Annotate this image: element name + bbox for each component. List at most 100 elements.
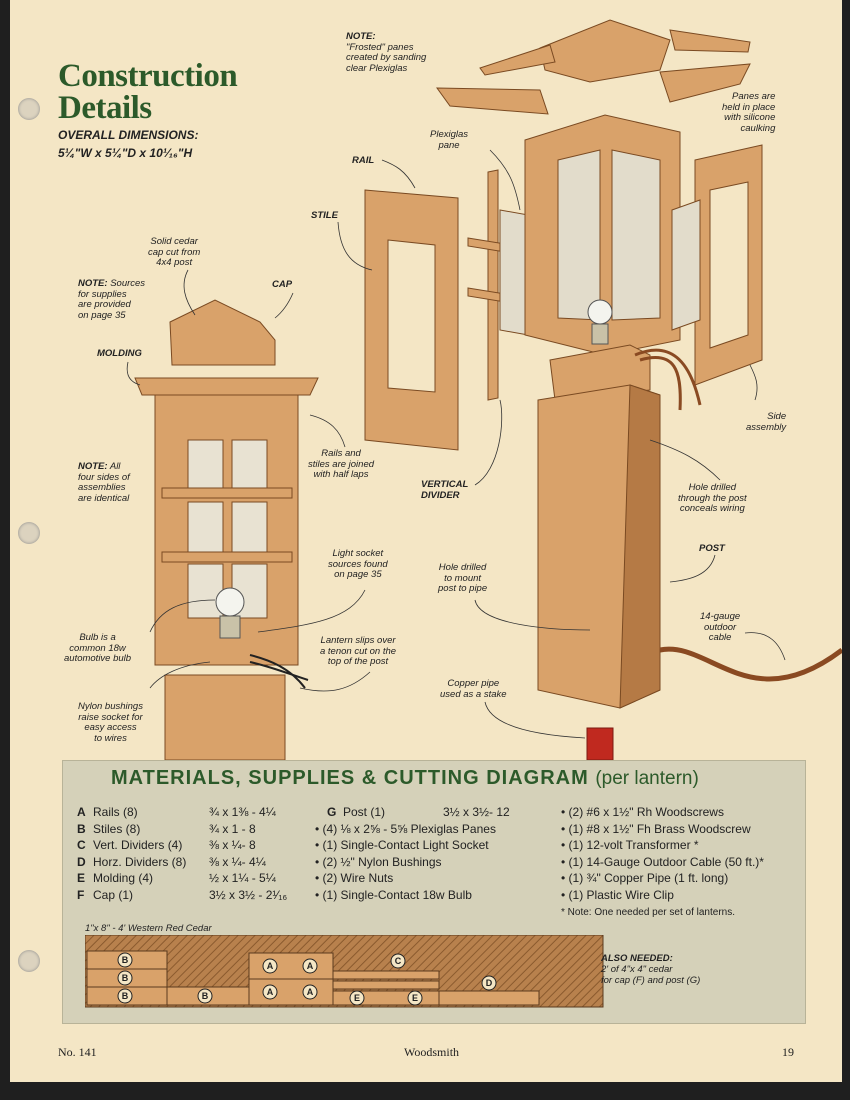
- assembled-cap: [169, 299, 276, 366]
- magazine-page: Construction Details OVERALL DIMENSIONS:…: [10, 0, 842, 1082]
- all-sides-note: NOTE: All four sides of assemblies are i…: [78, 461, 130, 504]
- part-dimensions: ⅜ x ¼- 4¼: [209, 854, 266, 869]
- lantern-slips-note: Lantern slips over a tenon cut on the to…: [320, 635, 397, 667]
- overall-dimensions-label: OVERALL DIMENSIONS:: [58, 128, 199, 142]
- molding-piece-front: [436, 87, 549, 115]
- svg-text:A: A: [307, 961, 314, 971]
- horizontal-rail: [161, 551, 293, 563]
- part-letter: C: [77, 838, 86, 852]
- page-number: 19: [782, 1045, 794, 1059]
- supply-item: • (1) Single-Contact Light Socket: [315, 838, 489, 852]
- solid-cedar-note: Solid cedar cap cut from 4x4 post: [148, 236, 201, 268]
- socket-icon: [219, 615, 241, 639]
- svg-text:E: E: [412, 993, 418, 1003]
- part-letter: D: [77, 854, 86, 869]
- hole-wiring-note: Hole drilled through the post conceals w…: [678, 482, 747, 514]
- part-a-block: [248, 978, 334, 1006]
- lantern-pane: [187, 439, 224, 491]
- molding-piece-side: [659, 63, 751, 103]
- svg-text:B: B: [122, 991, 129, 1001]
- cutting-diagram: B B B B A A A A C D E E: [85, 935, 604, 1008]
- assembled-molding: [134, 377, 319, 396]
- part-letter: B: [77, 821, 86, 836]
- hole-mount-note: Hole drilled to mount post to pipe: [438, 562, 488, 594]
- cap-top-piece: [539, 19, 671, 83]
- svg-text:A: A: [267, 961, 274, 971]
- part-letter: A: [77, 805, 86, 819]
- gauge-cable-note: 14-gauge outdoor cable: [700, 611, 741, 643]
- supply-item: • (1) ¾" Copper Pipe (1 ft. long): [561, 871, 729, 885]
- materials-panel: MATERIALS, SUPPLIES & CUTTING DIAGRAM (p…: [62, 760, 806, 1024]
- page-title: Construction Details: [58, 58, 238, 125]
- post-side: [619, 384, 661, 709]
- horizontal-rail: [161, 487, 293, 499]
- side-assembly-label: Side assembly: [746, 411, 787, 433]
- part-dimensions: ¾ x 1 - 8: [209, 821, 256, 836]
- part-name: Vert. Dividers (4): [93, 838, 183, 852]
- rail-label: RAIL: [352, 155, 375, 166]
- vertical-divider: [487, 169, 499, 401]
- light-socket-note: Light socket sources found on page 35: [328, 548, 388, 580]
- part-a-block: [248, 952, 334, 980]
- part-d: [438, 990, 540, 1006]
- post-label: POST: [699, 543, 725, 554]
- box-pane: [557, 149, 601, 321]
- bulb-icon: [215, 587, 245, 617]
- construction-illustration: [126, 19, 842, 760]
- frame-opening: [387, 239, 436, 393]
- part-row: C Vert. Dividers (4) ⅜ x ¼- 8: [77, 838, 256, 852]
- molding-label: MOLDING: [97, 348, 142, 359]
- part-name: Rails (8): [93, 805, 138, 819]
- supply-item: • (1) #8 x 1½" Fh Brass Woodscrew: [561, 821, 751, 836]
- binder-hole: [18, 98, 40, 120]
- side-opening: [709, 181, 749, 349]
- title-line-1: Construction: [58, 58, 238, 94]
- lantern-pane: [187, 563, 224, 619]
- part-letter: E: [77, 871, 86, 885]
- footnote: * Note: One needed per set of lanterns.: [561, 907, 735, 918]
- assembled-post-top: [164, 674, 286, 760]
- binder-hole: [18, 950, 40, 972]
- sources-note: NOTE: Sources for supplies are provided …: [78, 278, 146, 321]
- supply-item: • (2) #6 x 1½" Rh Woodscrews: [561, 805, 724, 819]
- plexiglas-pane-label: Plexiglas pane: [430, 129, 469, 151]
- magazine-name: Woodsmith: [404, 1045, 460, 1059]
- overall-dimensions-value: 5¼"W x 5¼"D x 10¹⁄₁₆"H: [58, 146, 193, 160]
- bulb-note: Bulb is a common 18w automotive bulb: [64, 632, 132, 664]
- part-dimensions: ⅜ x ¼- 8: [209, 838, 256, 852]
- supply-item: • (4) ⅛ x 2⅝ - 5⅝ Plexiglas Panes: [315, 821, 496, 836]
- box-pane: [611, 149, 661, 321]
- svg-text:D: D: [486, 978, 493, 988]
- supply-item: • (2) Wire Nuts: [315, 871, 394, 885]
- materials-heading: MATERIALS, SUPPLIES & CUTTING DIAGRAM (p…: [111, 767, 699, 789]
- part-name: Cap (1): [93, 887, 134, 902]
- part-name: Horz. Dividers (8): [93, 854, 187, 869]
- cap-label: CAP: [272, 279, 293, 290]
- bulb-icon: [587, 299, 613, 325]
- svg-text:A: A: [267, 987, 274, 997]
- part-dimensions: 3½ x 3½ - 2¹⁄₁₆: [209, 887, 288, 902]
- also-needed-note: ALSO NEEDED: 2' of 4"x 4" cedar for cap …: [601, 953, 701, 986]
- part-dimensions: ¾ x 1⅜ - 4¼: [209, 805, 276, 819]
- svg-text:B: B: [122, 955, 129, 965]
- svg-text:E: E: [354, 993, 360, 1003]
- part-name: Molding (4): [93, 871, 154, 885]
- svg-text:C: C: [395, 956, 402, 966]
- side-pane: [671, 199, 701, 331]
- molding-piece-right: [669, 29, 751, 53]
- issue-number: No. 141: [58, 1045, 97, 1059]
- copper-pipe: [586, 727, 614, 760]
- supply-item: • (2) ½" Nylon Bushings: [315, 854, 442, 869]
- part-row: D Horz. Dividers (8) ⅜ x ¼- 4¼: [77, 854, 266, 869]
- outdoor-cable: [659, 646, 842, 682]
- part-c: [332, 970, 440, 980]
- lantern-pane: [187, 501, 224, 555]
- binder-hole: [18, 522, 40, 544]
- frosted-note: NOTE: "Frosted" panes created by sanding…: [346, 31, 427, 74]
- stile-label: STILE: [311, 210, 338, 221]
- socket-icon: [591, 323, 609, 345]
